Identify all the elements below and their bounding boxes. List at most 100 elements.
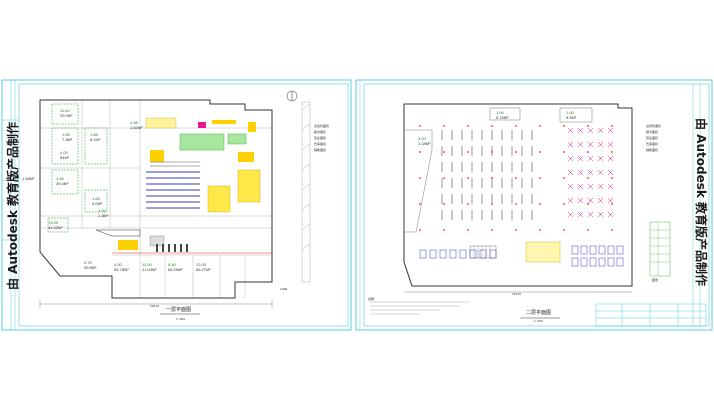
area-table-row: 营业面积 — [314, 137, 327, 140]
fixture-mark — [577, 141, 584, 148]
column-dot — [539, 125, 541, 127]
checkout-mark — [571, 245, 579, 255]
fixture-mark — [597, 197, 604, 204]
room-code: 1.00 — [566, 110, 574, 115]
checkout-mark — [589, 245, 597, 255]
fixture-mark — [567, 211, 574, 218]
fixture-mark — [577, 211, 584, 218]
checkout-mark — [589, 257, 597, 267]
fixture-mark — [597, 211, 604, 218]
room-area: 7.3M² — [62, 137, 73, 142]
fixture-mark — [587, 197, 594, 204]
fixture-mark — [597, 127, 604, 134]
fixture-mark — [577, 183, 584, 190]
column-dot — [587, 177, 589, 179]
checkout-mark — [459, 249, 467, 259]
room-area: 39.8M² — [84, 265, 97, 270]
column-dot — [491, 229, 493, 231]
fixture-mark — [567, 197, 574, 204]
column-dot — [443, 177, 445, 179]
checkout-mark — [616, 245, 624, 255]
area-table-row: 超市面积 — [314, 131, 327, 134]
area-table-row: 超市面积 — [646, 131, 659, 134]
column-dot — [419, 203, 421, 205]
sheet1-left-note: 1.68M² — [22, 176, 35, 181]
column-dot — [491, 151, 493, 153]
room-code: 1.65 — [92, 196, 100, 201]
column-dot — [467, 177, 469, 179]
column-dot — [491, 203, 493, 205]
fixture-mark — [587, 211, 594, 218]
room-code: 12.00 — [196, 262, 207, 267]
column-dot — [419, 151, 421, 153]
fixture-mark — [587, 127, 594, 134]
room-area: 5.76M² — [496, 115, 509, 120]
column-dots — [419, 125, 613, 231]
column-dot — [443, 151, 445, 153]
column-dot — [587, 125, 589, 127]
sheet1-title: 一层平面图 — [166, 307, 192, 313]
column-dot — [563, 177, 565, 179]
room-area: 9.5M² — [566, 115, 577, 120]
column-dot — [539, 203, 541, 205]
room-area: 64M² — [60, 155, 70, 160]
room-area: 53.78M² — [114, 267, 129, 272]
room-code: 11.62 — [60, 108, 70, 113]
sheet-first-floor — [1, 79, 352, 331]
column-dot — [539, 151, 541, 153]
room-code: 5.40 — [168, 262, 176, 267]
room-area: 8.1M² — [90, 137, 101, 142]
fixture-mark — [567, 183, 574, 190]
column-dot — [611, 203, 613, 205]
column-dot — [419, 177, 421, 179]
room-code: 11.00 — [142, 262, 152, 267]
legend-table — [649, 221, 671, 277]
sheet1-scale: 1:500 — [176, 318, 186, 321]
fixture-mark — [567, 155, 574, 162]
fixture-mark — [597, 169, 604, 176]
column-dot — [611, 151, 613, 153]
column-dot — [611, 177, 613, 179]
checkout-mark — [607, 257, 615, 267]
column-dot — [491, 125, 493, 127]
room-code: 1.65 — [56, 176, 64, 181]
fixture-mark — [577, 169, 584, 176]
checkout-mark — [598, 245, 606, 255]
column-dot — [563, 125, 565, 127]
checkout-mark — [616, 257, 624, 267]
sheet2-scale: 1:500 — [534, 320, 544, 323]
room-code: 4.00 — [60, 150, 68, 155]
checkout-mark — [449, 249, 457, 259]
checkout-mark — [419, 249, 427, 259]
column-dot — [515, 151, 517, 153]
column-dot — [515, 177, 517, 179]
fixture-mark — [587, 169, 594, 176]
area-table-row: 辅助面积 — [646, 149, 659, 152]
room-code: 3.75 — [84, 260, 92, 265]
room-area: 9.0M² — [92, 201, 103, 206]
checkout-mark — [580, 257, 588, 267]
fixture-mark — [577, 197, 584, 204]
fixture-mark — [607, 141, 614, 148]
fixture-mark — [597, 141, 604, 148]
fixture-mark — [577, 127, 584, 134]
column-dot — [539, 229, 541, 231]
room-area: 1.52M² — [130, 125, 143, 130]
column-dot — [563, 151, 565, 153]
column-dot — [467, 125, 469, 127]
column-dot — [467, 203, 469, 205]
sheet-second-floor — [355, 79, 713, 331]
checkout-mark — [598, 257, 606, 267]
fixture-mark — [607, 211, 614, 218]
